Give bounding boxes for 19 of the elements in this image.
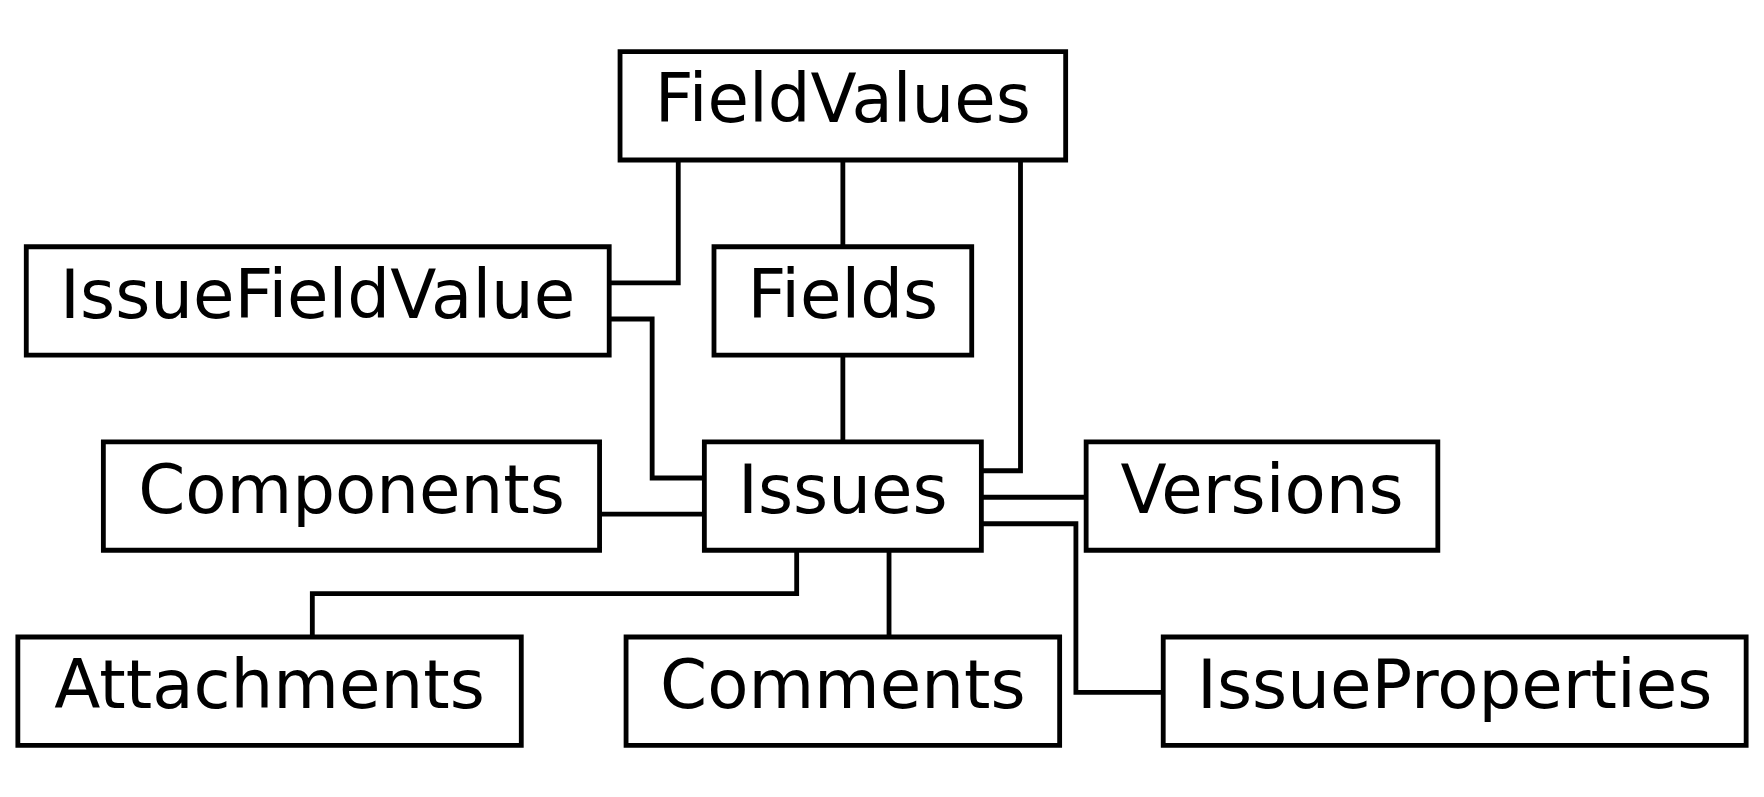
connector [982,494,1086,500]
connector [886,550,892,637]
node-box: Attachments [15,634,524,748]
connector [609,316,705,481]
connector [840,160,846,247]
node-box: Versions [1083,439,1441,553]
node-box: Fields [711,244,975,358]
node-box: Comments [623,634,1063,748]
node-box: Issues [701,439,984,553]
connector [600,511,704,517]
connector [840,355,846,442]
connector [981,160,1023,474]
node-box: IssueFieldValue [23,244,612,358]
node-box: Components [100,439,602,553]
node-box: FieldValues [617,49,1069,163]
connector [309,550,800,637]
node-box: IssueProperties [1160,634,1749,748]
connector [981,521,1163,695]
connector [609,160,681,286]
